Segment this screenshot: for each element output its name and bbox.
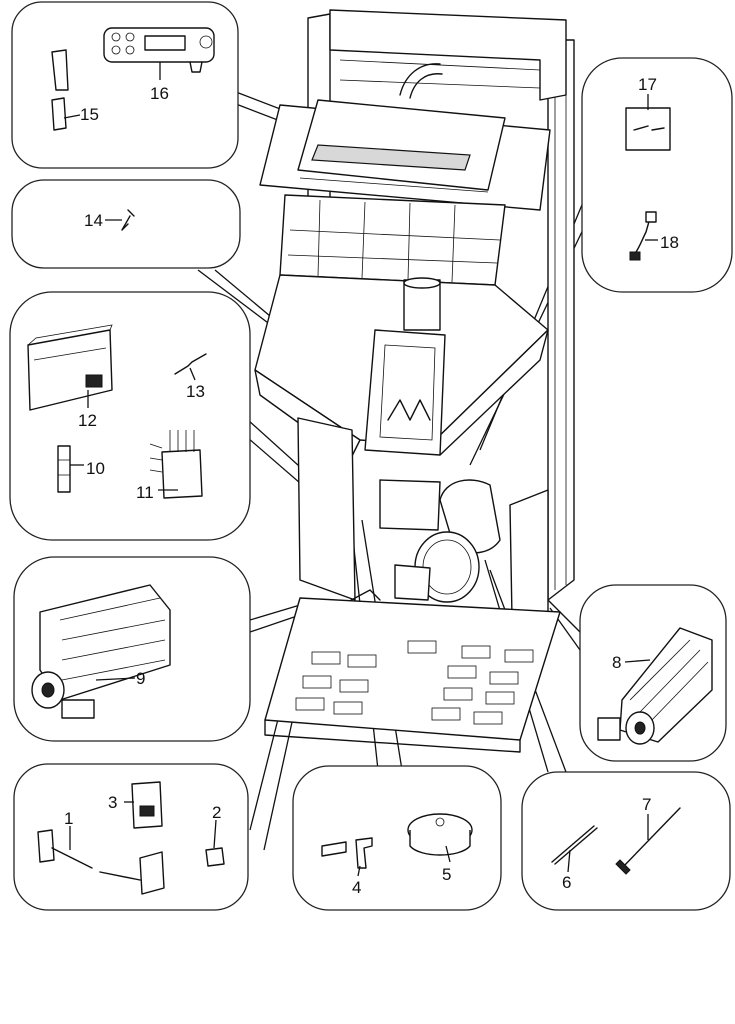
callout-10: 10 bbox=[86, 459, 105, 478]
callout-16: 16 bbox=[150, 84, 169, 103]
stove-main-assembly bbox=[254, 9, 575, 753]
part-15-lower bbox=[51, 97, 67, 131]
part-18-wire-lead bbox=[635, 217, 651, 253]
part-4-bracket bbox=[355, 837, 373, 869]
part-box-10-13 bbox=[9, 291, 251, 541]
part-7-thermocouple bbox=[621, 807, 681, 869]
part-box-1-3 bbox=[13, 763, 249, 911]
callout-18: 18 bbox=[660, 233, 679, 252]
part-8-tangential-fan bbox=[597, 627, 713, 745]
callout-labels: 1 2 3 4 5 6 7 8 9 10 11 12 13 14 15 16 1… bbox=[64, 75, 679, 897]
part-3-power-socket bbox=[131, 781, 163, 829]
callout-7: 7 bbox=[642, 795, 651, 814]
callout-4: 4 bbox=[352, 878, 361, 897]
part-box-9 bbox=[13, 556, 251, 742]
part-17-cover-plate bbox=[625, 107, 671, 151]
part-13-cable bbox=[174, 353, 207, 375]
part-15-upper bbox=[51, 49, 69, 91]
callout-8: 8 bbox=[612, 653, 621, 672]
part-box-14 bbox=[11, 179, 241, 269]
callout-2: 2 bbox=[212, 803, 221, 822]
callout-14: 14 bbox=[84, 211, 103, 230]
callout-13: 13 bbox=[186, 382, 205, 401]
callout-17: 17 bbox=[638, 75, 657, 94]
part-2-cable-gland bbox=[205, 847, 225, 867]
part-9-tangential-fan bbox=[31, 584, 171, 719]
part-box-17-18 bbox=[581, 57, 733, 293]
part-1-power-plug bbox=[139, 851, 165, 895]
part-6-sensor-probe bbox=[551, 825, 595, 863]
callout-1: 1 bbox=[64, 809, 73, 828]
part-1-switch bbox=[37, 829, 55, 863]
part-11-wiring-harness bbox=[149, 430, 203, 499]
callout-6: 6 bbox=[562, 873, 571, 892]
part-14-wire-connector bbox=[121, 209, 135, 231]
callout-11: 11 bbox=[136, 483, 154, 502]
part-4-seal bbox=[321, 841, 347, 857]
part-12-control-board bbox=[27, 329, 113, 411]
part-box-4-5 bbox=[292, 765, 502, 911]
part-5-pressure-switch bbox=[407, 813, 473, 856]
callout-5: 5 bbox=[442, 865, 451, 884]
callout-12: 12 bbox=[78, 411, 97, 430]
part-box-6-7 bbox=[521, 771, 731, 911]
callout-9: 9 bbox=[136, 669, 145, 688]
part-box-8 bbox=[579, 584, 727, 762]
callout-3: 3 bbox=[108, 793, 117, 812]
part-10-connector bbox=[57, 445, 71, 493]
part-box-15-16 bbox=[11, 1, 239, 169]
callout-15: 15 bbox=[80, 105, 99, 124]
